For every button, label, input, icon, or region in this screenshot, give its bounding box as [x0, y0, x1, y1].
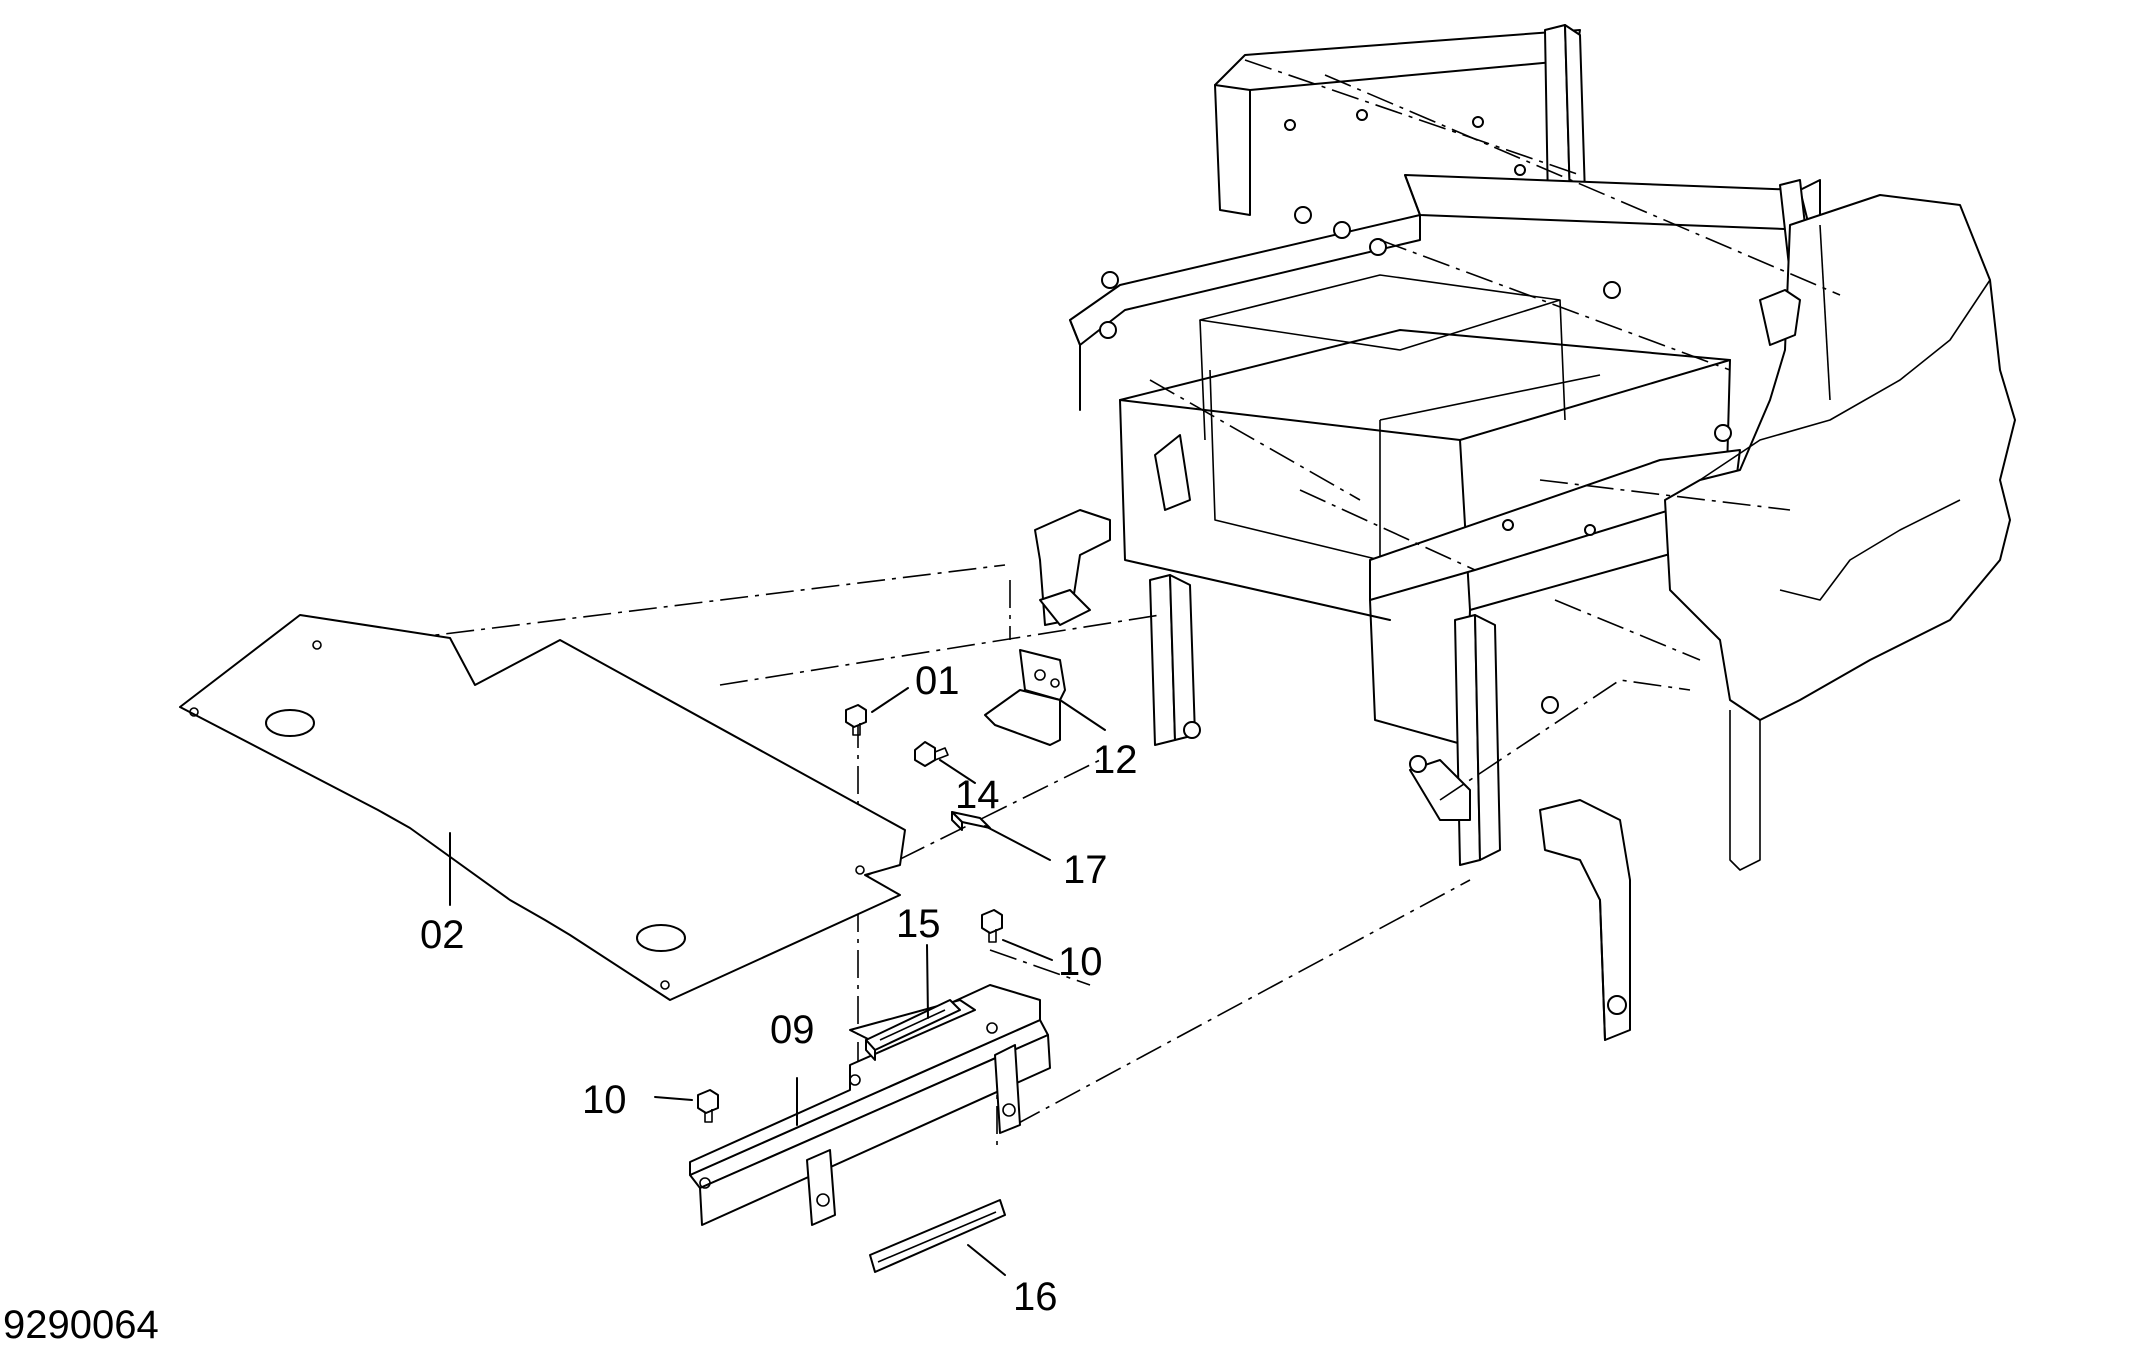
bracket-beam-part-09 — [689, 984, 1051, 1226]
pad-part-15 — [865, 999, 961, 1061]
bolt-part-14 — [914, 741, 949, 767]
floor-plate-part-02 — [179, 614, 906, 1001]
main-frame-assembly — [1034, 24, 2016, 1041]
callout-labels: 01 02 09 10 10 12 14 15 16 17 — [420, 659, 1138, 1319]
strip-part-16 — [869, 1199, 1006, 1273]
callout-16: 16 — [1013, 1275, 1058, 1319]
callout-01: 01 — [915, 659, 960, 703]
leader-lines — [449, 687, 1106, 1276]
callout-02: 02 — [420, 913, 465, 957]
bolt-part-10-upper — [981, 909, 1003, 943]
frame-fasteners — [1099, 109, 1732, 773]
bolt-part-01 — [845, 704, 867, 736]
document-number: 9290064 — [3, 1303, 159, 1345]
callout-17: 17 — [1063, 848, 1108, 892]
callout-10-upper: 10 — [1058, 940, 1103, 984]
callout-15: 15 — [896, 902, 941, 946]
callout-09: 09 — [770, 1008, 815, 1052]
bolt-part-10-lower — [697, 1089, 719, 1123]
callout-12: 12 — [1093, 738, 1138, 782]
angle-bracket-part-12 — [984, 649, 1066, 746]
callout-10-lower: 10 — [582, 1078, 627, 1122]
callout-14: 14 — [955, 773, 1000, 817]
